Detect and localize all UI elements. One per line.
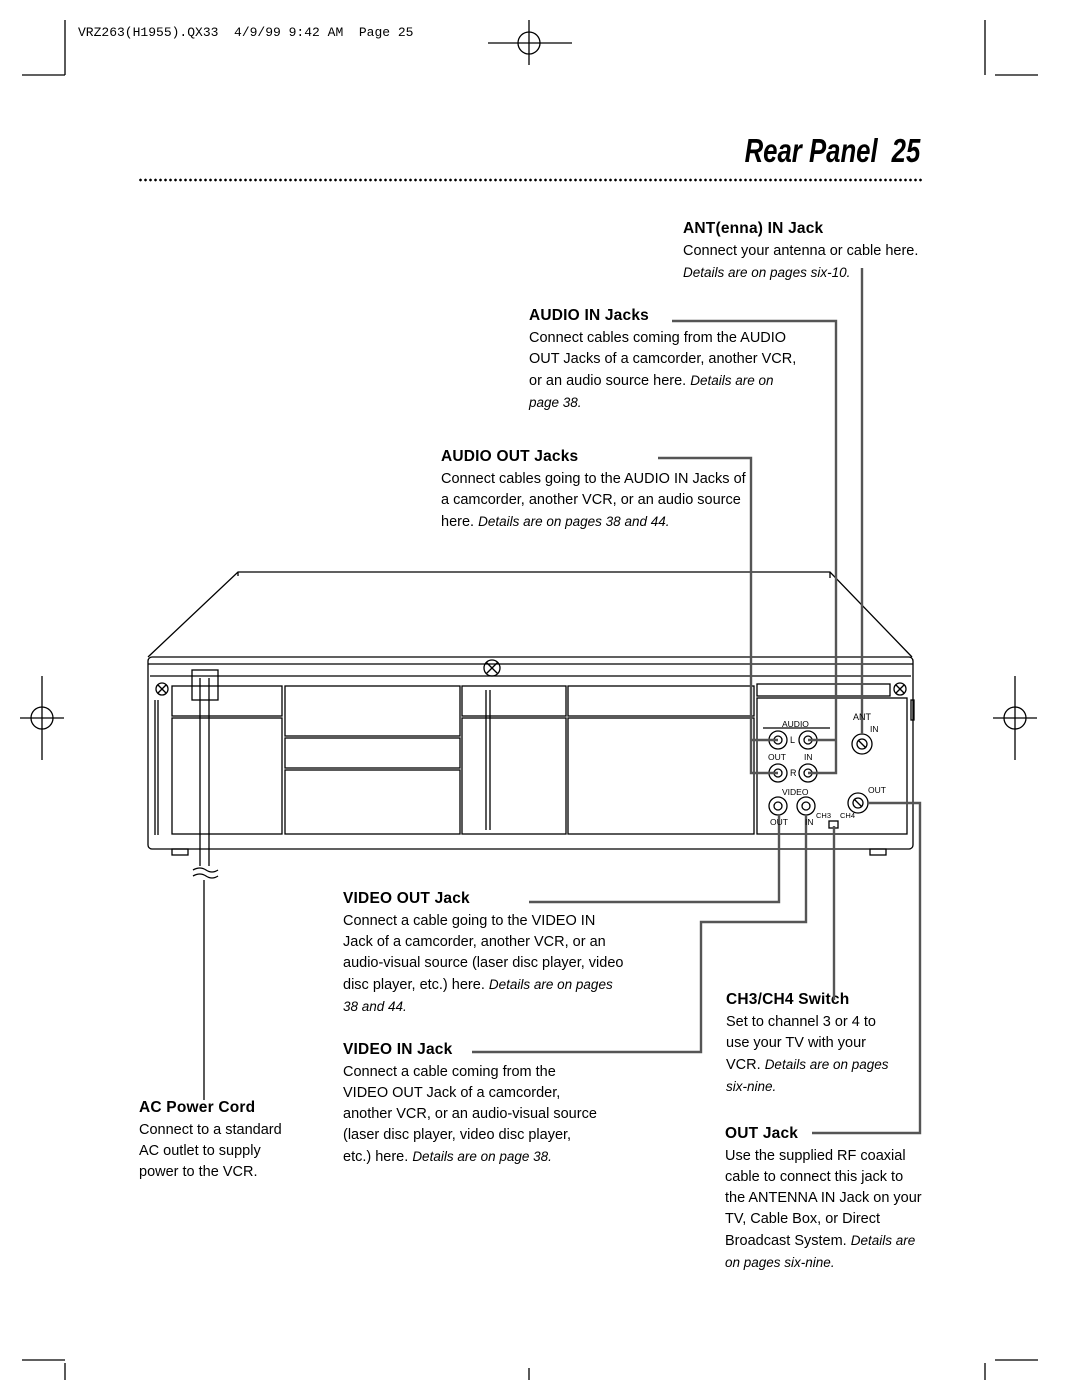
callout-audio-in: AUDIO IN Jacks Connect cables coming fro… [529,305,799,414]
callout-ac-power: AC Power Cord Connect to a standard AC o… [139,1097,299,1183]
vcr-body [147,571,915,856]
rf-out-jack [847,792,869,814]
callout-body: Set to channel 3 or 4 to use your TV wit… [726,1014,876,1073]
callout-heading: OUT Jack [725,1125,799,1142]
callout-ref: Details are on pages six-10. [683,265,851,280]
label-video-in: IN [805,817,814,827]
label-audio: AUDIO [782,719,809,729]
callout-ref: Details are on pages 38 and 44. [343,977,613,1014]
callout-body: Connect cables going to the AUDIO IN Jac… [441,471,746,530]
label-r: R [790,768,797,778]
page-title: Rear Panel 25 [730,132,920,170]
leader-lines [472,268,922,1135]
label-rf-out: OUT [868,785,886,795]
label-l: L [790,735,795,745]
label-video-out: OUT [770,817,788,827]
ant-in-jack [851,733,873,755]
callout-body: Connect to a standard AC outlet to suppl… [139,1122,282,1180]
callout-ch-switch: CH3/CH4 Switch Set to channel 3 or 4 to … [726,989,901,1098]
callout-ref: Details are on pages six-nine. [725,1233,916,1270]
callout-video-out: VIDEO OUT Jack Connect a cable going to … [343,888,628,1018]
callout-out-jack: OUT Jack Use the supplied RF coaxial cab… [725,1123,925,1274]
callout-heading: VIDEO OUT Jack [343,890,470,907]
callout-ref: Details are on page 38. [529,373,774,410]
callout-ref: Details are on page 38. [412,1149,552,1164]
label-out: OUT [768,752,786,762]
label-in: IN [804,752,813,762]
callout-ant-in: ANT(enna) IN Jack Connect your antenna o… [683,218,923,284]
callout-body: Connect your antenna or cable here. [683,243,919,259]
callout-audio-out: AUDIO OUT Jacks Connect cables going to … [441,446,746,533]
label-ant-in: IN [870,724,879,734]
callout-ref: Details are on pages 38 and 44. [478,514,670,529]
callout-video-in: VIDEO IN Jack Connect a cable coming fro… [343,1039,598,1168]
callout-heading: AUDIO IN Jacks [529,307,649,324]
label-ch4: CH4 [840,811,855,820]
label-ch3: CH3 [816,811,831,820]
callout-body: Connect a cable going to the VIDEO IN Ja… [343,913,624,993]
label-video: VIDEO [782,787,809,797]
callout-heading: CH3/CH4 Switch [726,991,850,1008]
label-ant: ANT [853,712,872,722]
video-in-jack [796,796,816,816]
callout-heading: VIDEO IN Jack [343,1041,453,1058]
print-slug: VRZ263(H1955).QX33 4/9/99 9:42 AM Page 2… [78,25,414,40]
video-out-jack [768,796,788,816]
callout-body: Use the supplied RF coaxial cable to con… [725,1148,922,1249]
callout-body: Connect a cable coming from the VIDEO OU… [343,1064,597,1165]
page-title-text: Rear Panel [744,132,878,169]
dotted-rule [138,178,922,182]
callout-heading: AC Power Cord [139,1099,256,1116]
callout-heading: AUDIO OUT Jacks [441,448,579,465]
callout-ref: Details are on pages six-nine. [726,1057,889,1094]
crop-marks [20,20,1038,1380]
callout-heading: ANT(enna) IN Jack [683,220,824,237]
power-cord [191,669,219,1100]
page-number: 25 [891,132,920,169]
callout-body: Connect cables coming from the AUDIO OUT… [529,330,797,389]
